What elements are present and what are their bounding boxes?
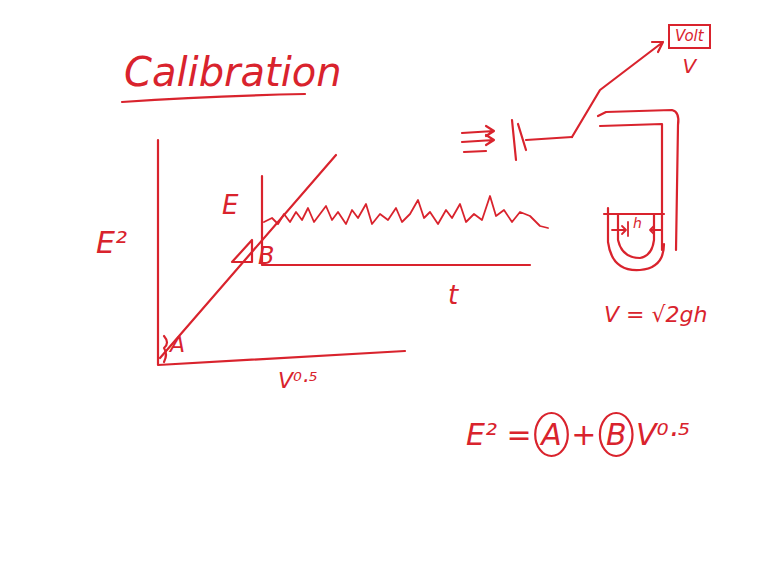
equation: E² = A + B V⁰·⁵	[466, 420, 690, 450]
signal-wire	[572, 42, 663, 137]
pitot-tube	[600, 124, 662, 250]
height-label: h	[633, 216, 642, 230]
axis-label: V⁰·⁵	[278, 370, 318, 392]
calibration-line	[160, 155, 336, 358]
title: Calibration	[124, 52, 342, 92]
axis-label: E	[222, 192, 238, 218]
intercept-brace	[164, 336, 167, 362]
node-caption: V	[668, 54, 711, 78]
slope-label: B	[258, 244, 274, 268]
slope-triangle	[232, 240, 252, 262]
level-line	[604, 213, 664, 215]
axis-label: E²	[96, 228, 127, 258]
hot-wire-probe	[512, 120, 526, 160]
pitot-tube	[598, 110, 678, 250]
u-tube-manometer	[608, 208, 664, 270]
flow-arrow	[464, 151, 486, 152]
voltage-signal	[264, 196, 548, 228]
u-tube-manometer	[618, 214, 654, 258]
meter-box: VoltV	[668, 24, 711, 78]
intercept-label: A	[170, 334, 185, 356]
height-arrow	[650, 226, 662, 234]
axis-label: t	[448, 282, 458, 308]
equation: V = √2gh	[604, 304, 707, 326]
flow-arrow	[462, 126, 494, 136]
node-text: Volt	[668, 24, 711, 49]
height-arrow	[612, 222, 628, 236]
title-underline	[122, 94, 305, 102]
probe-stem	[526, 137, 572, 140]
flow-arrow	[462, 135, 494, 145]
graph-axes	[158, 140, 405, 365]
